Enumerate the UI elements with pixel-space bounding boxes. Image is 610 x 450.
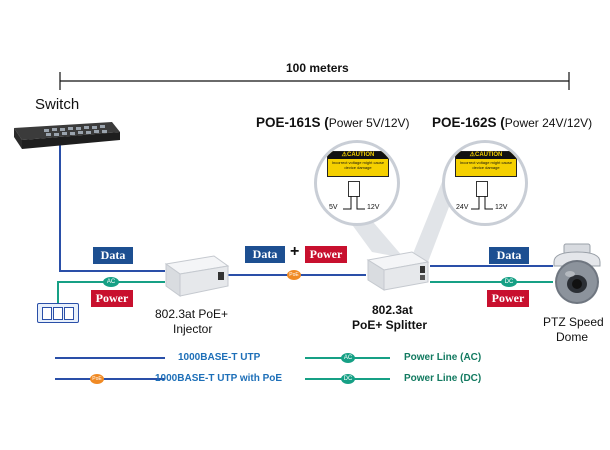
data-badge-camera: Data (489, 247, 529, 264)
injector-label-line2: Injector (173, 322, 213, 336)
model-title-poe-161s: POE-161S (Power 5V/12V) (256, 115, 410, 130)
legend-ac-marker: AC (341, 353, 355, 363)
switch-label: Switch (35, 96, 80, 113)
power-outlet (37, 303, 79, 323)
ac-marker: AC (103, 277, 119, 287)
voltage-switch-162s (476, 181, 488, 197)
ac-power-line (57, 281, 165, 312)
legend-power-ac: Power Line (AC) (404, 352, 482, 363)
injector-device (164, 255, 230, 297)
power-badge-camera: Power (487, 290, 529, 307)
injector-label-line1: 802.3at PoE+ (155, 307, 229, 321)
voltage-switch-161s (348, 181, 360, 197)
switch-device (14, 122, 120, 149)
legend-dc-marker: DC (341, 374, 355, 384)
legend-poe-marker: PoE (90, 374, 104, 384)
caution-label-162s: ⚠CAUTION Incorrect voltage might cause d… (455, 151, 517, 177)
model-title-poe-162s: POE-162S (Power 24V/12V) (432, 115, 593, 130)
power-badge-switch: Power (91, 290, 133, 307)
distance-label: 100 meters (286, 61, 349, 75)
camera-label-line2: Dome (556, 330, 589, 344)
legend-utp-poe: 1000BASE-T UTP with PoE (155, 373, 283, 384)
caution-label-161s: ⚠CAUTION Incorrect voltage might cause d… (327, 151, 389, 177)
legend-power-dc: Power Line (DC) (404, 373, 482, 384)
power-badge-poe: Power (305, 246, 347, 263)
camera-label-line1: PTZ Speed (543, 315, 604, 329)
dc-marker: DC (501, 277, 517, 287)
callout-poe-161s: ⚠CAUTION Incorrect voltage might cause d… (314, 140, 400, 226)
splitter-label-line2: PoE+ Splitter (352, 318, 428, 332)
ptz-camera (553, 243, 601, 304)
data-badge-poe: Data (245, 246, 285, 263)
splitter-device (366, 251, 430, 291)
data-badge-switch: Data (93, 247, 133, 264)
callout-poe-162s: ⚠CAUTION Incorrect voltage might cause d… (442, 140, 528, 226)
splitter-label-line1: 802.3at (372, 303, 413, 317)
legend-utp: 1000BASE-T UTP (178, 352, 261, 363)
plus-sign: + (290, 243, 300, 260)
poe-marker: PoE (287, 270, 301, 280)
utp-switch-to-injector (59, 143, 165, 272)
